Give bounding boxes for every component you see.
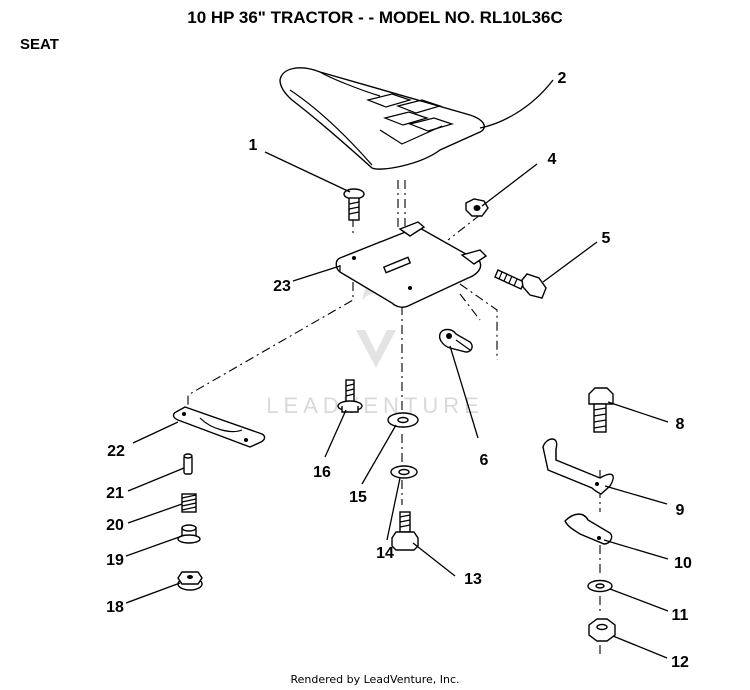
callout-2: 2 (558, 70, 567, 87)
mounting-plate-part (172, 406, 266, 448)
hex-nut-part (465, 198, 489, 217)
callout-4: 4 (548, 151, 557, 168)
leadventure-watermark: LEADVENTURE (266, 270, 484, 418)
seat-part (279, 67, 485, 170)
render-credit: Rendered by LeadVenture, Inc. (290, 673, 459, 686)
callout-6: 6 (480, 452, 489, 469)
callout-5: 5 (602, 230, 611, 247)
flange-nut-part (177, 571, 203, 591)
callout-21: 21 (106, 485, 124, 502)
carriage-bolt-part (343, 188, 365, 221)
callout-19: 19 (106, 552, 124, 569)
diagram-title: 10 HP 36" TRACTOR - - MODEL NO. RL10L36C (187, 8, 563, 27)
nut-part-12 (588, 618, 616, 642)
pin-part (183, 453, 193, 475)
callout-1: 1 (249, 137, 258, 154)
callout-14: 14 (376, 545, 394, 562)
seat-bracket-part (335, 221, 488, 308)
flat-washer-part (387, 412, 419, 428)
callout-13: 13 (464, 571, 482, 588)
shoulder-bolt-part (494, 269, 547, 299)
flange-bolt-part (337, 379, 363, 413)
callout-11: 11 (672, 607, 689, 624)
section-label: SEAT (20, 36, 59, 53)
lock-washer-part (390, 465, 418, 479)
callout-16: 16 (313, 464, 331, 481)
clip-bracket-part-10 (564, 513, 613, 545)
watermark-text: LEADVENTURE (266, 393, 484, 418)
callout-18: 18 (106, 599, 124, 616)
callout-8: 8 (676, 416, 685, 433)
callout-10: 10 (674, 555, 692, 572)
callout-numbers: 1 2 23 4 5 6 8 9 10 11 12 13 14 15 16 22… (106, 70, 692, 671)
callout-15: 15 (349, 489, 367, 506)
bushing-part (177, 524, 201, 544)
callout-23: 23 (273, 278, 291, 295)
clip-part (438, 328, 473, 353)
callout-leaders (125, 79, 669, 659)
hex-bolt-part (391, 511, 419, 551)
bracket-part-9 (542, 438, 614, 495)
callout-20: 20 (106, 517, 124, 534)
bolt-part-8 (588, 387, 614, 433)
callout-9: 9 (676, 502, 685, 519)
callout-22: 22 (107, 443, 125, 460)
washer-part-11 (587, 579, 613, 593)
spring-part (181, 493, 197, 513)
callout-12: 12 (671, 654, 689, 671)
